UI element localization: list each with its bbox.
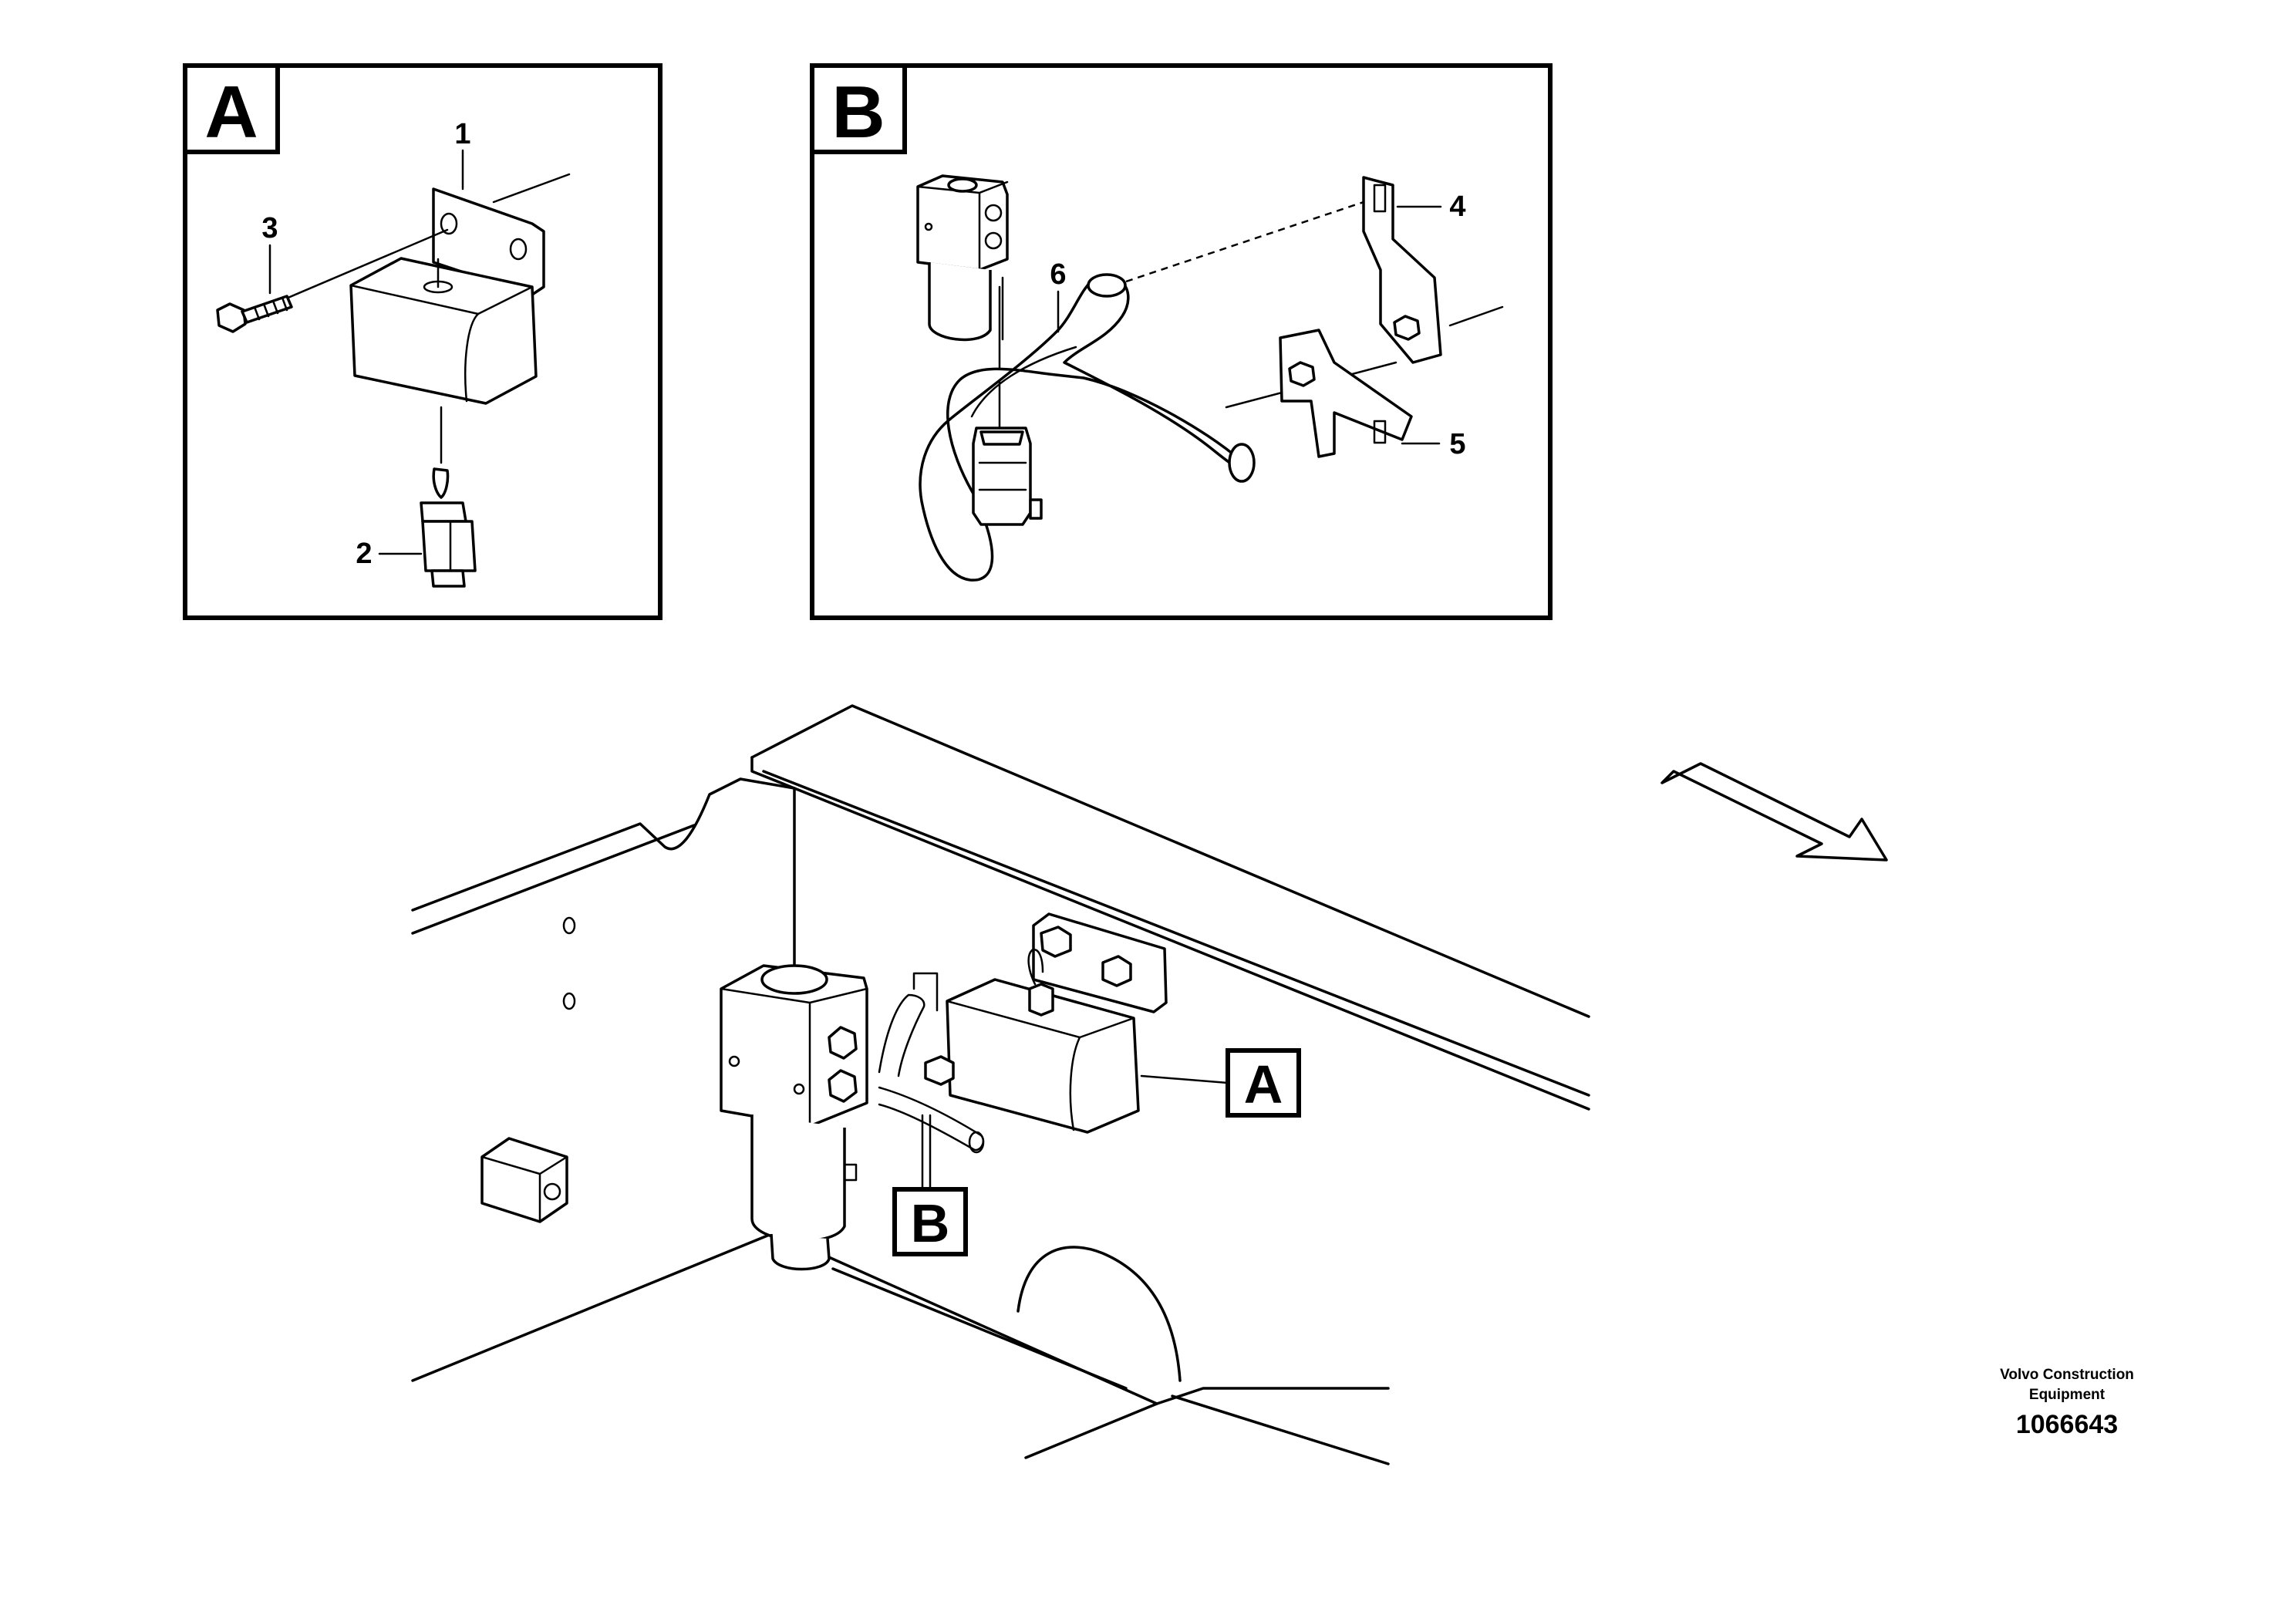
main-relay	[924, 912, 1168, 1134]
travel-direction-arrow	[1660, 762, 1888, 862]
callout-5: 5	[1449, 428, 1465, 460]
document-number: 1066643	[2015, 1410, 2119, 1439]
hose	[919, 273, 1256, 582]
electrical-connector	[972, 427, 1043, 526]
bracket-upper	[1362, 176, 1504, 364]
relay-body	[349, 257, 538, 405]
screw	[216, 228, 449, 333]
bracket-lower	[1279, 329, 1413, 458]
callout-4: 4	[1449, 191, 1465, 223]
detail-a-panel: A	[183, 63, 663, 620]
detail-b-panel: B	[810, 63, 1553, 620]
main-ref-b: B	[911, 1193, 950, 1253]
company-name-line-2: Equipment	[2028, 1387, 2106, 1403]
main-assembly-view: A B	[411, 704, 1590, 1465]
relay-bracket	[432, 173, 571, 296]
callout-2: 2	[356, 538, 372, 570]
callout-3: 3	[261, 212, 278, 244]
main-hose	[878, 972, 985, 1154]
publisher-caption: Volvo Construction Equipment 1066643	[1944, 1365, 2190, 1440]
detail-a-label: A	[204, 71, 258, 153]
main-valve	[720, 964, 868, 1271]
detail-b-label: B	[831, 71, 885, 153]
company-name-line-1: Volvo Construction	[2000, 1367, 2134, 1383]
spacer	[480, 1137, 568, 1223]
toggle-switch	[420, 467, 477, 588]
solenoid-valve	[916, 174, 1009, 430]
callout-6: 6	[1050, 258, 1066, 291]
callout-1: 1	[454, 118, 470, 150]
main-ref-a: A	[1244, 1054, 1283, 1114]
